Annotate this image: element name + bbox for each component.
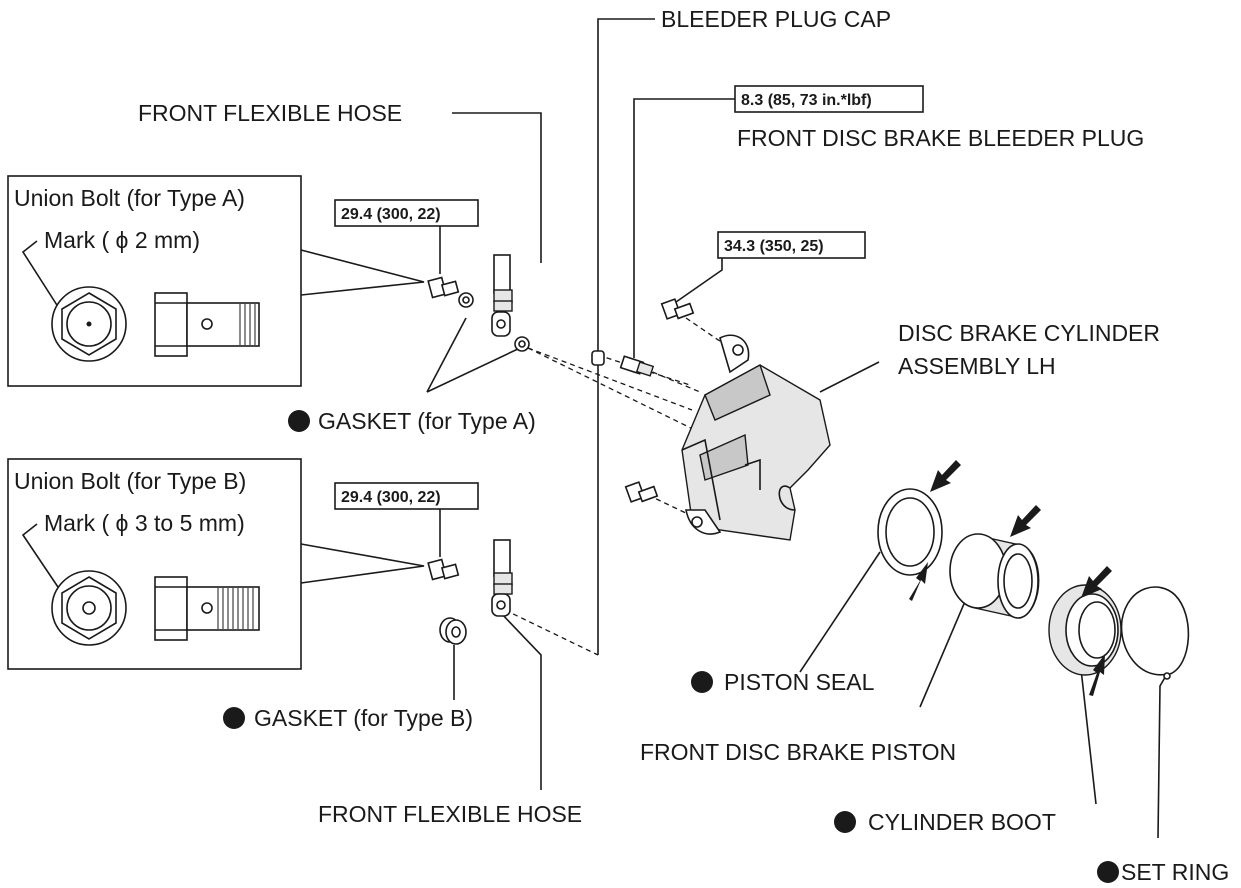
svg-text:29.4 (300, 22): 29.4 (300, 22) — [341, 206, 441, 223]
replace-mark-icon — [1097, 861, 1119, 883]
inset-type-a-title: Union Bolt (for Type A) — [14, 185, 245, 211]
inset-type-b-title: Union Bolt (for Type B) — [14, 468, 246, 494]
inset-type-a: Union Bolt (for Type A) Mark ( ϕ 2 mm) — [7, 175, 425, 387]
gasket-type-b — [439, 617, 467, 645]
caliper-bolt-lower — [624, 481, 659, 503]
torque-union-bolt-b: 29.4 (300, 22) — [334, 482, 479, 510]
svg-text:GASKET (for Type B): GASKET (for Type B) — [254, 705, 473, 731]
svg-text:29.4 (300, 22): 29.4 (300, 22) — [341, 489, 441, 506]
union-bolt-b-side-view — [154, 576, 260, 641]
torque-caliper-bolt: 34.3 (350, 25) — [717, 231, 866, 259]
svg-text:34.3 (350, 25): 34.3 (350, 25) — [724, 238, 824, 255]
union-bolt-a-end-view — [51, 286, 127, 362]
set-ring — [1120, 586, 1190, 680]
flexible-hose-b — [491, 539, 513, 617]
label-piston: FRONT DISC BRAKE PISTON — [640, 739, 956, 765]
label-bleeder-plug: FRONT DISC BRAKE BLEEDER PLUG — [737, 125, 1144, 151]
gasket-type-b-label: GASKET (for Type B) — [223, 705, 473, 731]
union-bolt-a — [427, 276, 460, 299]
replace-mark-icon — [691, 671, 713, 693]
svg-text:PISTON SEAL: PISTON SEAL — [724, 669, 875, 695]
bleeder-plug — [619, 355, 655, 377]
union-bolt-b-end-view — [51, 570, 127, 646]
label-front-flexible-hose-bottom: FRONT FLEXIBLE HOSE — [318, 801, 582, 827]
replace-mark-icon — [288, 410, 310, 432]
bleeder-plug-cap — [591, 350, 605, 366]
label-cylinder-assembly-1: DISC BRAKE CYLINDER — [898, 320, 1160, 346]
front-disc-brake-piston — [949, 533, 1040, 619]
svg-text:CYLINDER BOOT: CYLINDER BOOT — [868, 809, 1056, 835]
replace-mark-icon — [834, 811, 856, 833]
torque-bleeder-plug: 8.3 (85, 73 in.*lbf) — [734, 85, 924, 113]
inset-type-a-frame — [7, 175, 302, 387]
cylinder-boot-label: CYLINDER BOOT — [834, 809, 1056, 835]
gasket-type-a-2 — [514, 336, 530, 352]
label-bleeder-plug-cap: BLEEDER PLUG CAP — [661, 6, 891, 32]
cylinder-boot — [1048, 584, 1122, 676]
svg-text:SET RING: SET RING — [1121, 859, 1229, 885]
inset-type-b-frame — [7, 458, 302, 670]
label-front-flexible-hose-top: FRONT FLEXIBLE HOSE — [138, 100, 402, 126]
inset-type-b: Union Bolt (for Type B) Mark ( ϕ 3 to 5 … — [7, 458, 425, 670]
replace-mark-icon — [223, 707, 245, 729]
union-bolt-b — [427, 558, 460, 581]
gasket-type-a-1 — [458, 292, 474, 308]
caliper-bolt-upper — [660, 298, 695, 320]
piston-seal — [877, 488, 943, 576]
svg-text:GASKET (for Type A): GASKET (for Type A) — [318, 408, 536, 434]
union-bolt-a-side-view — [154, 292, 260, 357]
disc-brake-cylinder-assembly — [681, 334, 831, 541]
inset-type-a-mark: Mark ( ϕ 2 mm) — [44, 227, 200, 253]
apply-grease-arrows — [909, 460, 1112, 696]
gasket-type-a-label: GASKET (for Type A) — [288, 408, 536, 434]
set-ring-label: SET RING — [1097, 859, 1229, 885]
torque-union-bolt-a: 29.4 (300, 22) — [334, 199, 479, 227]
piston-seal-label: PISTON SEAL — [691, 669, 875, 695]
svg-text:8.3 (85, 73 in.*lbf): 8.3 (85, 73 in.*lbf) — [741, 92, 872, 109]
label-cylinder-assembly-2: ASSEMBLY LH — [898, 353, 1056, 379]
inset-type-b-mark: Mark ( ϕ 3 to 5 mm) — [44, 510, 245, 536]
flexible-hose-a — [491, 254, 513, 337]
